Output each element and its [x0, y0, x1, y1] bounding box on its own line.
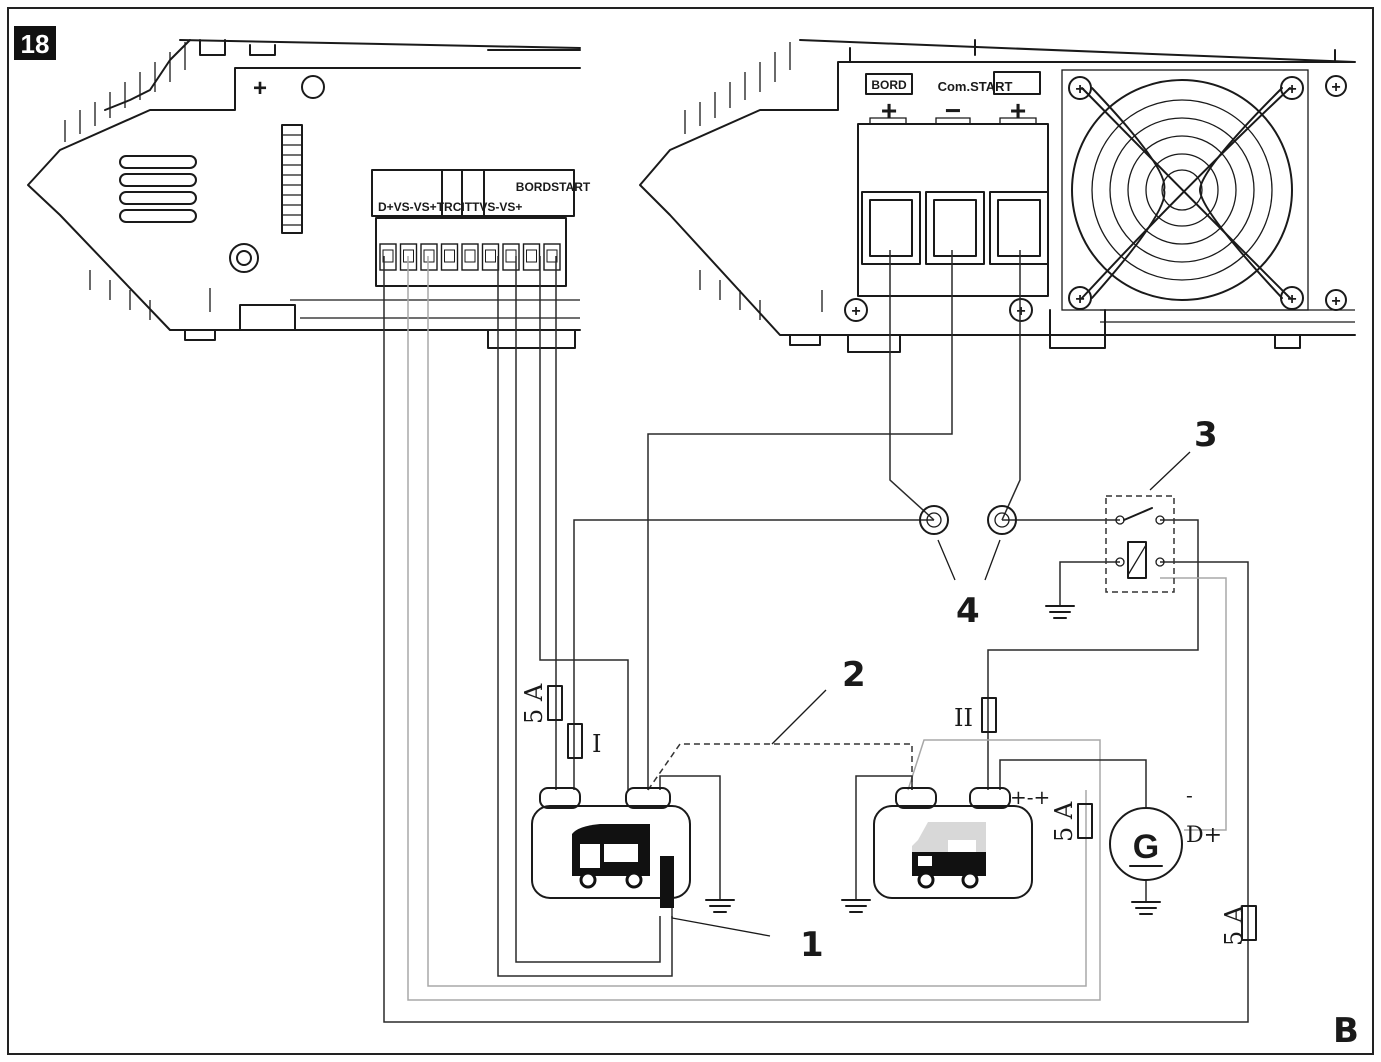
panel-letter: B: [1333, 1011, 1359, 1051]
bord-label: BORD: [871, 78, 907, 92]
terminal-header-label: BORDSTART: [516, 180, 591, 194]
wire-bord-plus: [889, 250, 935, 521]
vent-slots: [119, 155, 197, 223]
adjust-knob-icon: [229, 243, 259, 273]
dip-switch: [281, 124, 303, 234]
terminal-block-header: BORDSTART D+VS-VS+TRCITTVS-VS+: [371, 169, 591, 217]
terminal-slot: [502, 243, 520, 271]
wire-relay-to-dplus: [1160, 577, 1227, 831]
right-device: BORD Com.START + − + +: [639, 39, 1356, 353]
svg-text:+: +: [851, 303, 860, 320]
terminal-screw: [423, 249, 435, 263]
wire-relay-to-starter-battery: [987, 519, 1199, 790]
fuse-icon: [1077, 803, 1093, 839]
fuse-icon: [547, 685, 563, 721]
svg-text:+: +: [1016, 303, 1025, 320]
com-start-label: Com.START: [938, 79, 1013, 94]
terminal-slot: [481, 243, 500, 271]
ground-icon: [705, 899, 735, 913]
starter-battery-marks: +-+: [1010, 785, 1050, 809]
generator-minus: -: [1186, 783, 1193, 807]
generator-symbol: G: [1133, 828, 1159, 866]
terminal-screw: [382, 249, 394, 263]
power-terminal-block: [857, 117, 1049, 297]
terminal-screw: [546, 249, 558, 263]
wire-house-ground: [659, 775, 721, 900]
left-device-plus: +: [253, 75, 267, 102]
terminal-block: [375, 217, 567, 287]
svg-text:+: +: [1287, 291, 1296, 308]
terminal-screw: [485, 249, 496, 263]
dashed-link: [647, 743, 913, 791]
svg-text:+: +: [1075, 291, 1084, 308]
wire-start-minus: [647, 250, 953, 790]
terminal-screw: [464, 249, 476, 263]
svg-text:+: +: [1331, 293, 1340, 310]
starter-battery: [873, 787, 1033, 899]
generator-icon: G: [1109, 807, 1183, 881]
fuse-icons: [547, 685, 1257, 941]
wire-starter-to-generator: [999, 759, 1147, 808]
wire-d-plus-loop: [383, 256, 1249, 1023]
battery-icon: [531, 805, 691, 899]
callout-2: 2: [842, 655, 866, 695]
terminal-screw: [444, 249, 455, 263]
battery-icon: [873, 805, 1033, 899]
generator-dplus: D+: [1186, 823, 1222, 848]
fuse-5a-right-label: 5 A: [1220, 905, 1248, 946]
start-plus-sign: +: [1010, 95, 1026, 126]
terminal-slot: [420, 243, 438, 271]
fuse-5a-mid-label: 5 A: [1050, 801, 1078, 842]
figure-frame: [7, 7, 1374, 1055]
temp-sensor: [660, 856, 674, 908]
wire-vs-minus-to-starter: [407, 256, 1101, 1001]
fan-icon: + + + +: [1061, 69, 1309, 311]
wire-post-to-house-battery: [573, 519, 934, 790]
camper-icon: [572, 824, 650, 889]
ground-icon: [1045, 605, 1075, 619]
fuse-5a-left-label: 5 A: [520, 683, 548, 724]
house-battery: [531, 787, 771, 937]
fuse-II-label: II: [954, 704, 973, 732]
wire-vs-house-minus: [539, 256, 629, 790]
terminal-pin-labels: D+VS-VS+TRCITTVS-VS+: [378, 200, 522, 214]
svg-text:+: +: [1287, 81, 1296, 98]
ground-icons: [705, 605, 1161, 915]
relay-icon: [1105, 451, 1191, 593]
terminal-slot: [543, 243, 561, 271]
svg-text:+: +: [1075, 81, 1084, 98]
fuse-icon: [981, 697, 997, 733]
ground-icon: [1131, 901, 1161, 915]
svg-text:+: +: [1331, 79, 1340, 96]
start-minus-sign: −: [945, 95, 961, 126]
wire-relay-ground: [1059, 561, 1120, 606]
terminal-slot: [379, 243, 397, 271]
wire-start-plus: [1001, 250, 1021, 521]
wire-temp-sensor: [497, 256, 673, 977]
callout-3: 3: [1194, 415, 1218, 455]
camper-icon: [912, 822, 986, 889]
fuse-icon: [567, 723, 583, 759]
terminal-slot: [522, 243, 541, 271]
terminal-screw: [526, 249, 537, 263]
fuse-icon: [1241, 905, 1257, 941]
wire-temp-sensor-2: [515, 256, 661, 963]
callout-4: 4: [956, 591, 980, 631]
wiring: [383, 250, 1249, 1023]
wire-vs-plus-to-starter: [427, 256, 1087, 987]
terminal-slot: [461, 243, 479, 271]
callout-1: 1: [800, 925, 824, 965]
connection-posts: [919, 505, 1017, 581]
wire-starter-ground: [855, 775, 913, 900]
terminal-screw: [505, 249, 517, 263]
figure-number: 18: [21, 29, 50, 59]
left-device: + BORDSTART D+VS-VS+TRCITTVS-VS+: [27, 39, 591, 349]
terminal-slot: [440, 243, 459, 271]
ground-icon: [841, 899, 871, 913]
fuse-I-label: I: [592, 730, 601, 758]
bord-plus-sign: +: [881, 95, 897, 126]
figure-number-badge: 18: [14, 26, 56, 60]
